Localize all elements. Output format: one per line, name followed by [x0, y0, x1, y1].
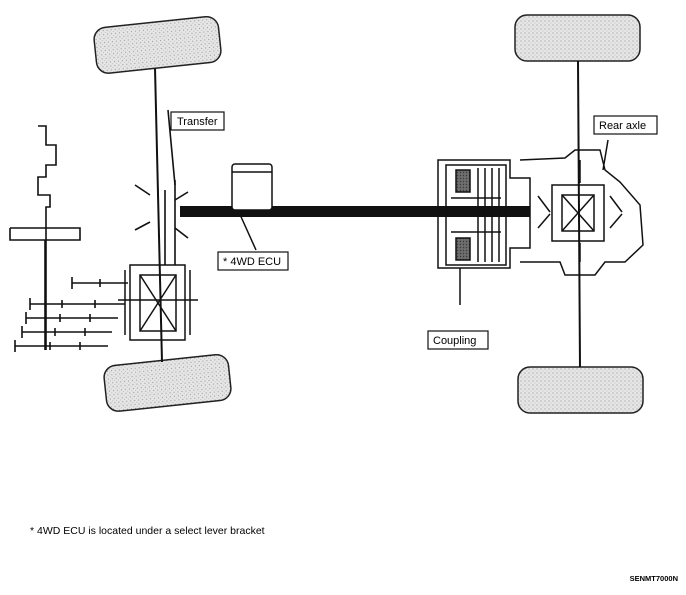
- coupling-label-text: Coupling: [433, 335, 476, 347]
- ecu-unit: [231, 163, 273, 251]
- transfer-label: Transfer: [170, 111, 225, 131]
- front-left-wheel: [93, 15, 222, 74]
- front-axle: [154, 67, 163, 363]
- rear-differential: [519, 139, 644, 276]
- transfer-label-text: Transfer: [177, 116, 218, 128]
- transfer-unit: [134, 109, 189, 265]
- rear-axle-label-text: Rear axle: [599, 120, 646, 132]
- rear-right-wheel: [517, 366, 644, 414]
- coupling-unit: [437, 159, 531, 305]
- footnote: * 4WD ECU is located under a select leve…: [30, 525, 265, 537]
- propeller-shaft: [180, 206, 530, 217]
- coupling-label: Coupling: [427, 330, 489, 350]
- rear-axle-label: Rear axle: [593, 115, 658, 135]
- front-right-wheel: [103, 353, 232, 412]
- front-differential: [118, 264, 198, 341]
- figure-code: SENMT7000N: [630, 574, 678, 583]
- ecu-label-text: * 4WD ECU: [223, 256, 281, 268]
- ecu-label: * 4WD ECU: [217, 251, 289, 271]
- transmission: [9, 125, 128, 352]
- rear-left-wheel: [514, 14, 641, 62]
